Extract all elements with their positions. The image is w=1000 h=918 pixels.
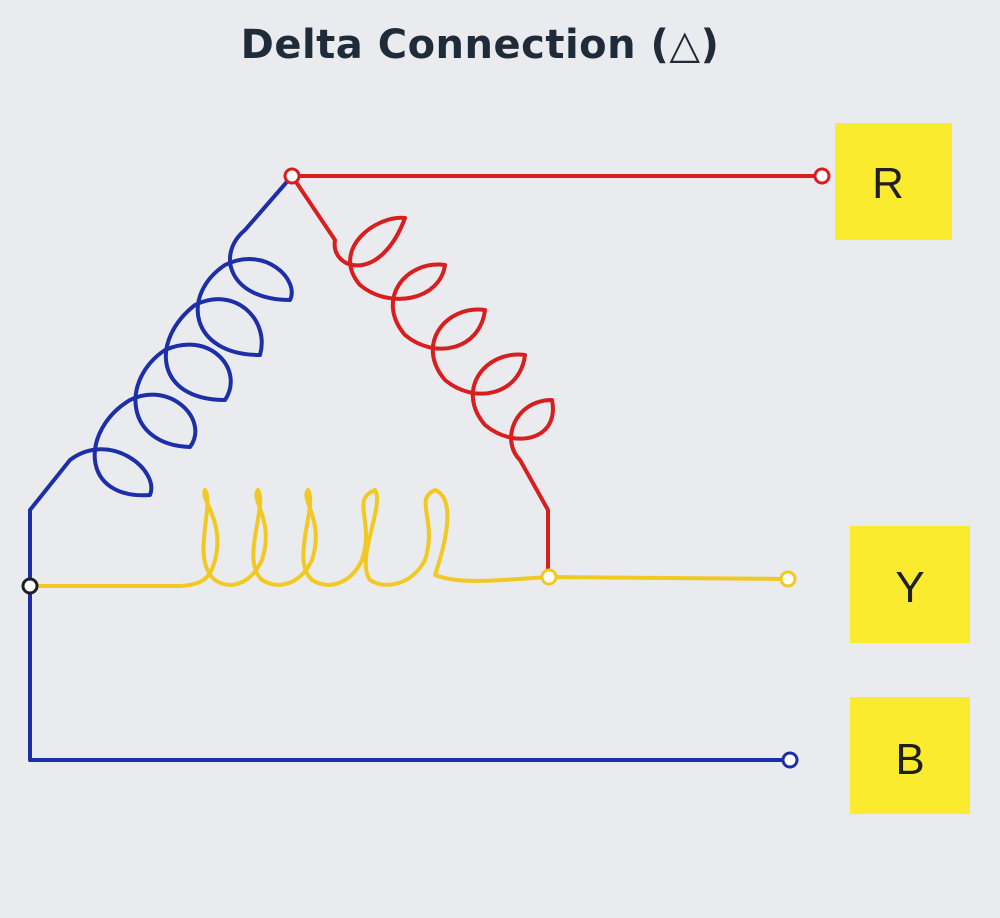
- r-terminal-node: [813, 167, 831, 185]
- b-terminal-node: [781, 751, 799, 769]
- terminal-r-label: R: [872, 159, 904, 208]
- blue-lead-wire: [28, 584, 792, 762]
- red-coil: [290, 174, 555, 577]
- terminal-b: B: [850, 697, 970, 814]
- terminal-y-label: Y: [895, 563, 924, 612]
- yellow-coil: [28, 488, 788, 588]
- yellow-winding: [28, 488, 788, 588]
- blue-coil: [28, 174, 294, 588]
- page-title: Delta Connection (△): [240, 22, 720, 68]
- terminal-b-label: B: [895, 735, 924, 784]
- terminal-y: Y: [850, 526, 970, 643]
- y-terminal-node: [779, 570, 797, 588]
- right-junction-node: [540, 568, 558, 586]
- red-winding: [290, 174, 822, 577]
- terminal-b-box: [850, 697, 970, 814]
- terminal-r-box: [835, 123, 952, 240]
- terminal-r: R: [835, 123, 952, 240]
- left-junction-node: [21, 577, 39, 595]
- terminal-y-box: [850, 526, 970, 643]
- top-junction-node: [283, 167, 301, 185]
- blue-winding: [28, 174, 792, 762]
